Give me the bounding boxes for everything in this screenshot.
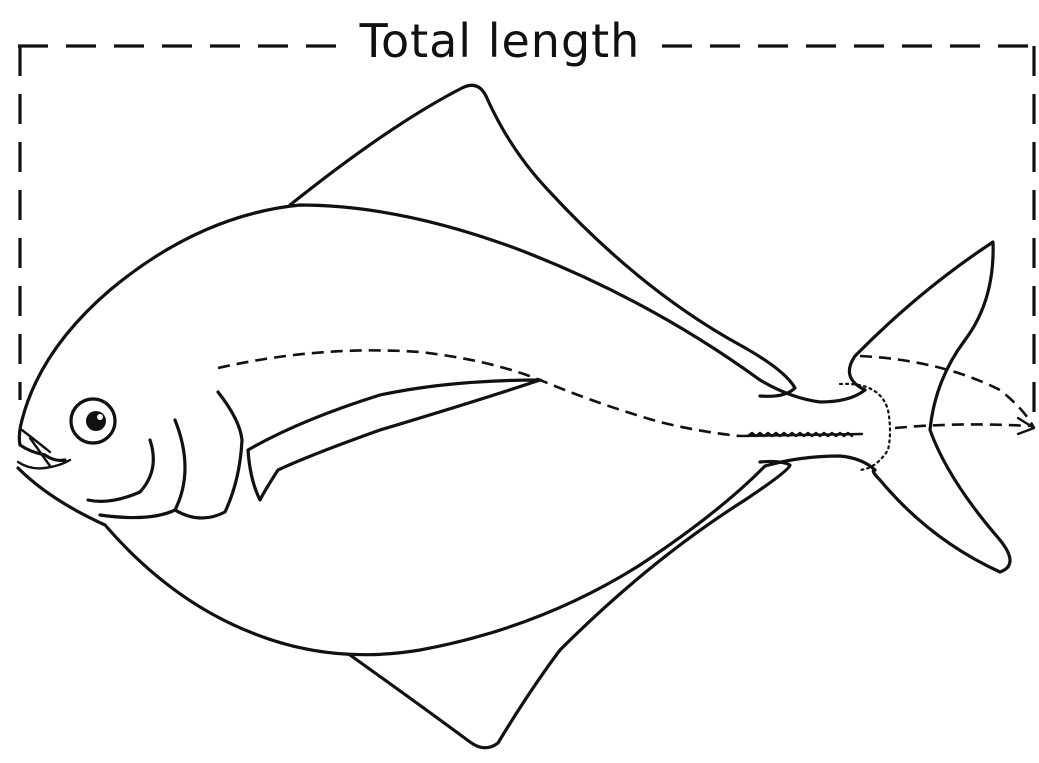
operculum-outer xyxy=(100,420,185,518)
eye xyxy=(71,399,115,443)
midline-guide xyxy=(895,424,1030,428)
total-length-bracket xyxy=(18,46,1036,428)
operculum-inner xyxy=(88,440,153,501)
body-outline xyxy=(22,205,865,420)
total-length-label: Total length xyxy=(340,14,660,68)
caudal-fin xyxy=(855,242,1010,572)
dorsal-fin xyxy=(290,85,795,396)
lateral-line xyxy=(218,350,740,436)
pectoral-fin xyxy=(248,380,540,500)
